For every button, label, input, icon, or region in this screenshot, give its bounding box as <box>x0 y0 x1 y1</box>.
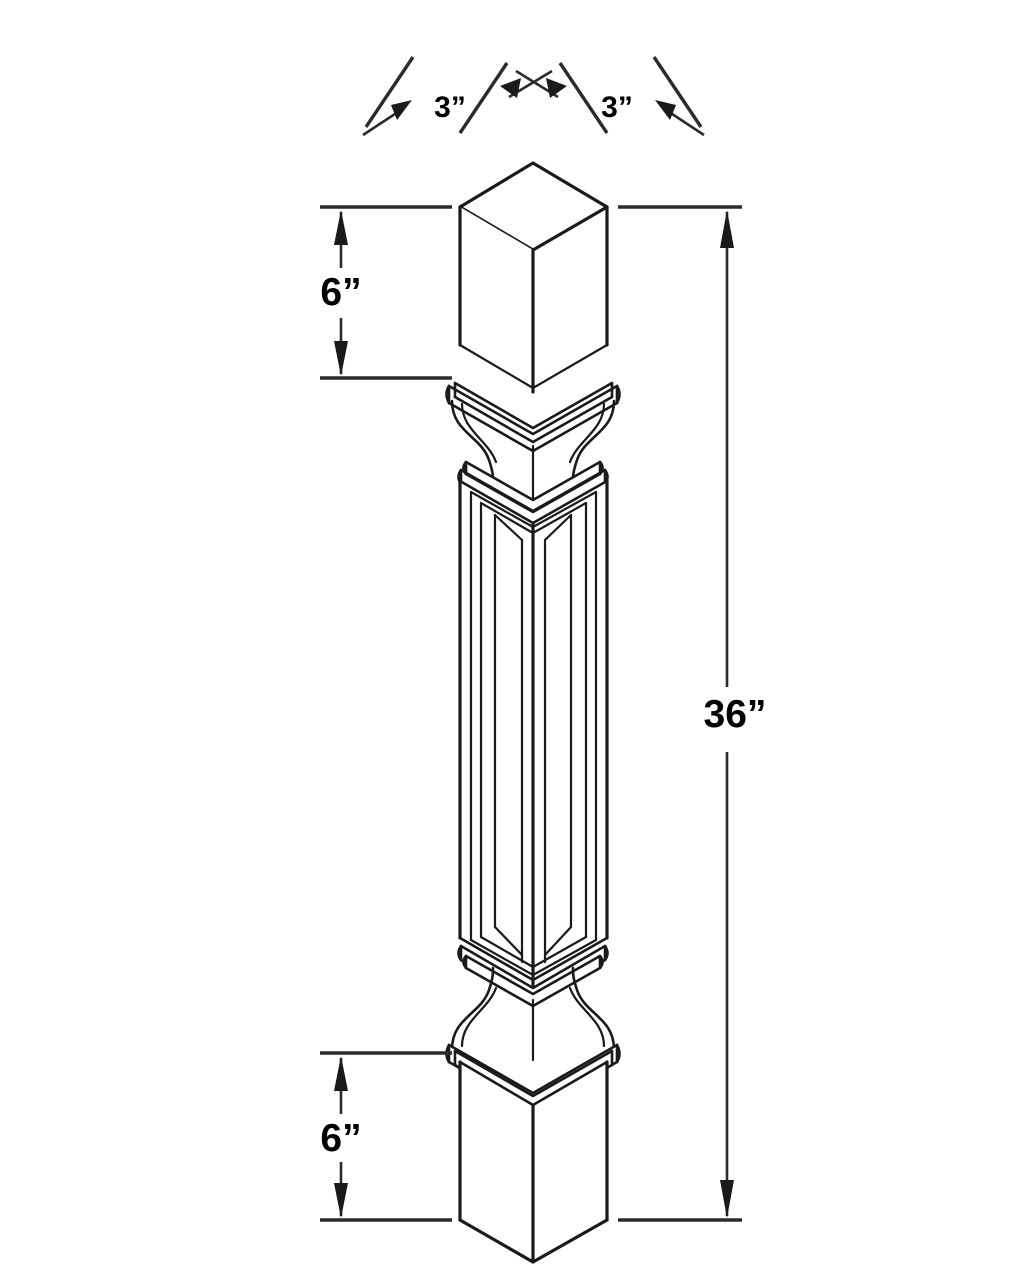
paneled-shaft <box>458 479 609 987</box>
upper-cove-molding <box>450 399 616 502</box>
width-dimension-left <box>362 56 553 137</box>
bottom-block-dimension <box>320 1051 452 1222</box>
top-block-dimension <box>320 205 452 380</box>
upper-collar-band <box>445 381 621 453</box>
lower-cove-molding <box>450 966 616 1062</box>
width-dimension-right <box>515 56 705 137</box>
top-block-dimension-label: 6” <box>320 271 361 314</box>
overall-dimension <box>618 205 742 1222</box>
top-cap-block <box>458 161 609 394</box>
width-right-label: 3” <box>601 91 633 124</box>
bottom-base-block <box>458 1060 609 1264</box>
overall-dimension-label: 36” <box>704 693 767 736</box>
width-left-label: 3” <box>434 91 466 124</box>
bottom-block-dimension-label: 6” <box>320 1117 361 1160</box>
